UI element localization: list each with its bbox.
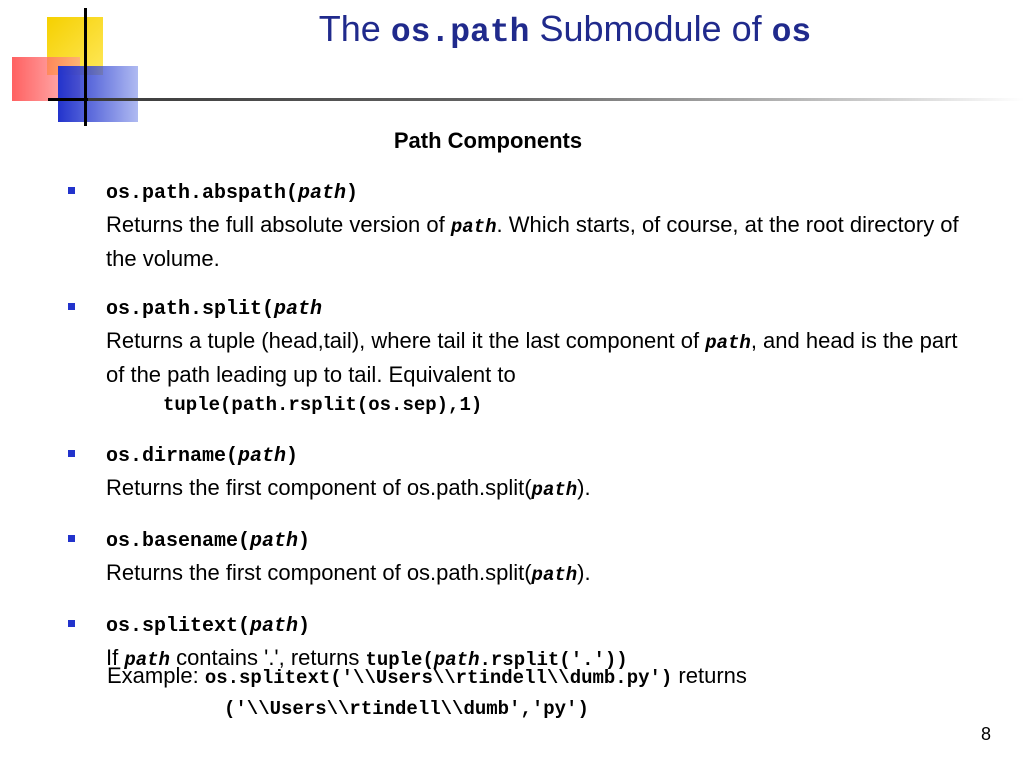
list-item-dirname: os.dirname(path) Returns the first compo… bbox=[68, 438, 968, 506]
function-signature: os.basename(path) bbox=[106, 530, 311, 553]
function-description: Returns the full absolute version of pat… bbox=[106, 212, 959, 271]
bullet-icon bbox=[68, 620, 75, 627]
logo-horizontal-line bbox=[48, 98, 92, 101]
list-item-basename: os.basename(path) Returns the first comp… bbox=[68, 523, 968, 591]
slide-title: The os.path Submodule of os bbox=[160, 8, 970, 51]
title-divider bbox=[88, 98, 1024, 101]
bullet-icon bbox=[68, 187, 75, 194]
title-mid: Submodule of bbox=[529, 8, 772, 49]
list-item-splitext: os.splitext(path) If path contains '.', … bbox=[68, 608, 968, 676]
example-code-result: ('\\Users\\rtindell\\dumb','py') bbox=[224, 698, 589, 720]
function-description: Returns a tuple (head,tail), where tail … bbox=[106, 325, 968, 421]
function-description: Returns the first component of os.path.s… bbox=[106, 560, 591, 586]
list-item-split: os.path.split(path Returns a tuple (head… bbox=[68, 291, 968, 421]
function-description: Returns the first component of os.path.s… bbox=[106, 475, 591, 501]
example-code-call: os.splitext('\\Users\\rtindell\\dumb.py'… bbox=[204, 667, 673, 689]
title-code-os: os bbox=[771, 14, 812, 51]
section-heading: Path Components bbox=[393, 128, 583, 153]
function-list: os.path.abspath(path) Returns the full a… bbox=[68, 175, 968, 693]
bullet-icon bbox=[68, 450, 75, 457]
bullet-icon bbox=[68, 535, 75, 542]
title-pre: The bbox=[318, 8, 391, 49]
list-item-abspath: os.path.abspath(path) Returns the full a… bbox=[68, 175, 968, 274]
equivalent-code: tuple(path.rsplit(os.sep),1) bbox=[163, 394, 483, 416]
function-signature: os.path.split(path bbox=[106, 298, 323, 321]
logo-blue-square bbox=[58, 66, 138, 122]
page-number: 8 bbox=[980, 724, 991, 744]
function-signature: os.splitext(path) bbox=[106, 615, 311, 638]
title-code-ospath: os.path bbox=[390, 14, 530, 51]
slide-logo bbox=[0, 0, 150, 130]
function-signature: os.dirname(path) bbox=[106, 445, 299, 468]
bullet-icon bbox=[68, 303, 75, 310]
function-description: If path contains '.', returns tuple(path… bbox=[106, 645, 628, 671]
logo-vertical-line bbox=[84, 8, 87, 126]
example-returns: returns bbox=[672, 663, 747, 688]
function-signature: os.path.abspath(path) bbox=[106, 182, 359, 205]
example-block: Example: os.splitext('\\Users\\rtindell\… bbox=[107, 660, 967, 725]
example-label: Example: bbox=[107, 663, 205, 688]
